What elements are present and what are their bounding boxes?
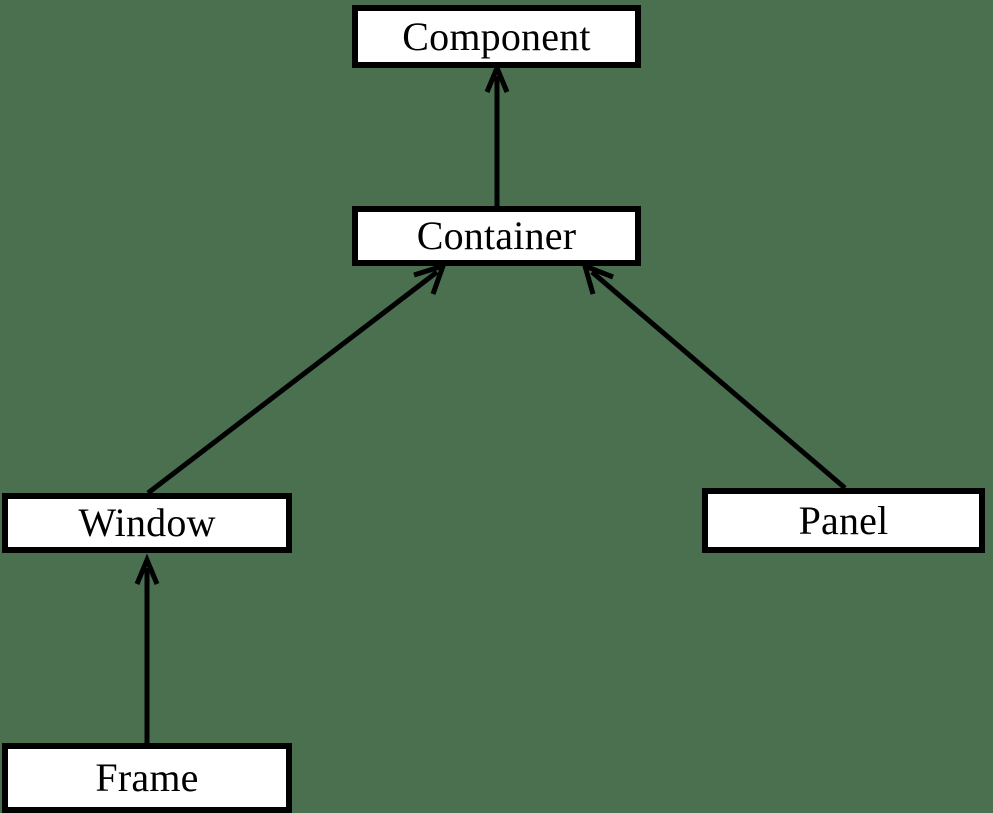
- node-window[interactable]: Window: [2, 493, 292, 553]
- edge-frame-to-window: [134, 553, 160, 743]
- node-frame-label: Frame: [95, 755, 199, 800]
- node-panel-label: Panel: [798, 497, 889, 543]
- edge-window-to-container: [146, 262, 448, 495]
- node-window-label: Window: [78, 500, 216, 545]
- node-component-label: Component: [402, 13, 591, 59]
- node-component[interactable]: Component: [352, 5, 641, 68]
- edge-container-to-component: [484, 61, 510, 206]
- edge-panel-to-container: [581, 261, 847, 490]
- node-panel[interactable]: Panel: [702, 488, 985, 553]
- node-container-label: Container: [416, 213, 577, 258]
- node-container[interactable]: Container: [352, 206, 641, 266]
- node-frame[interactable]: Frame: [2, 743, 292, 813]
